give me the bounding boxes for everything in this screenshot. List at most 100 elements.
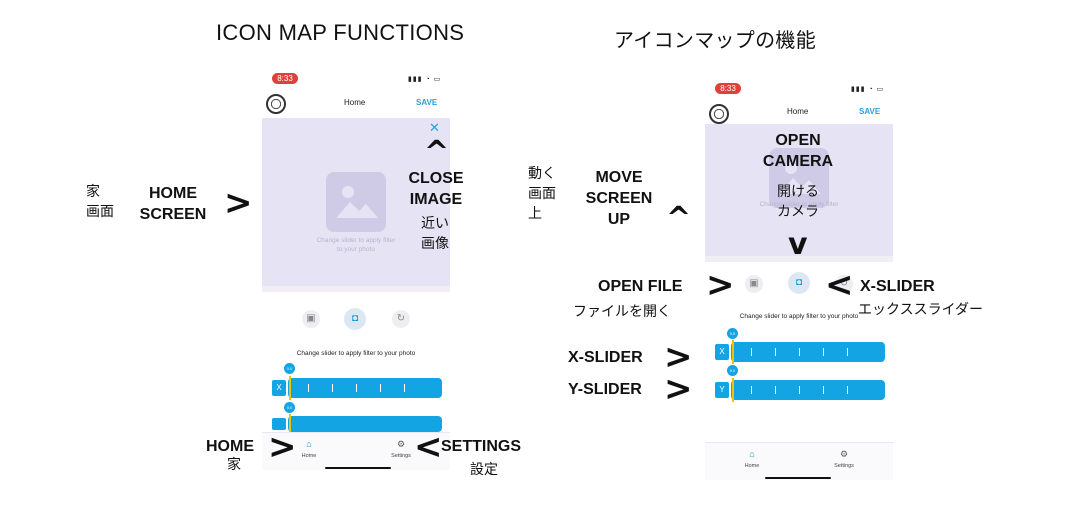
move-up-line3: UP [607,211,631,228]
slider-tick [356,384,357,392]
tab-bar: ⌂ Home ⚙ Settings [705,442,893,480]
tab-settings-label[interactable]: Settings [834,463,854,469]
arrow-up-close-image: ^ [424,135,450,170]
tab-settings-label[interactable]: Settings [391,453,411,459]
y-slider[interactable] [288,416,442,432]
move-up-jp-line2: 画面 [528,186,556,202]
arrow-down-open-camera: v [788,227,808,262]
arrow-up-move-screen: ^ [666,201,692,236]
gear-icon[interactable]: ⚙ [839,449,849,459]
x-slider-value-bubble: 0.0 [727,328,738,339]
y-slider[interactable] [731,380,885,400]
slider-tick [308,384,309,392]
slider-tick [751,348,752,356]
camera-icon[interactable]: ◘ [788,272,810,294]
arrow-left-settings-tab: < [414,427,443,467]
y-slider-key: Y [715,382,729,398]
x-slider-top-label: X-SLIDER [860,278,935,295]
home-indicator [765,477,831,479]
tab-home-label[interactable]: Home [301,453,317,459]
nav-title: Home [787,107,809,116]
home-icon[interactable]: ⌂ [306,439,312,449]
move-up-jp-line1: 動く [528,166,556,182]
save-button[interactable]: SAVE [859,107,881,116]
x-slider[interactable] [288,378,442,398]
slider-tick [775,386,776,394]
move-up-jp: 動く 画面 上 [528,164,556,224]
slider-tick [751,386,752,394]
x-slider-value-bubble: 0.0 [284,363,295,374]
divider [705,256,893,262]
camera-icon[interactable]: ◘ [344,308,366,330]
gallery-icon[interactable]: ▣ [745,275,763,293]
slider-tick [799,386,800,394]
close-image-jp-line2: 画像 [421,236,449,252]
slider-hint: Change slider to apply filter to your ph… [296,350,416,357]
arrow-left-x-slider-top: < [825,265,854,305]
settings-tab-jp: 設定 [470,462,498,478]
slider-hint: Change slider to apply filter to your ph… [739,313,859,320]
image-area: ✕ Change slider to apply filter to your … [262,118,450,286]
save-button[interactable]: SAVE [416,98,438,107]
arrow-right-open-file: > [706,265,735,305]
slider-tick [847,386,848,394]
slider-tick [404,384,405,392]
open-file-jp: ファイルを開く [573,304,671,320]
settings-tab-label: SETTINGS [441,438,522,455]
slider-tick [847,348,848,356]
status-time: 8:33 [715,83,741,94]
image-placeholder-icon [326,172,386,232]
divider [262,286,450,292]
placeholder-caption-line1: Change slider to apply filter [316,237,396,244]
nav-title: Home [344,98,366,107]
profile-avatar[interactable] [266,94,286,114]
slider-tick [380,384,381,392]
placeholder-caption: Change slider to apply filter to your ph… [262,236,450,254]
y-slider-thumb[interactable] [289,414,291,432]
home-tab-label: HOME [206,438,254,455]
home-screen-jp-line1: 家 [86,184,100,200]
profile-avatar[interactable] [709,104,729,124]
close-icon[interactable]: ✕ [429,120,440,135]
refresh-icon[interactable]: ↻ [835,275,853,293]
open-file-label: OPEN FILE [598,278,683,295]
x-slider-thumb[interactable] [732,340,734,364]
left-title: ICON MAP FUNCTIONS [216,20,465,45]
status-icons: ▮▮▮ ◔ ▭ [408,76,442,83]
image-placeholder-icon [769,148,829,208]
home-indicator [325,467,391,469]
tab-home-label[interactable]: Home [744,463,760,469]
close-image-label: CLOSE IMAGE [398,168,474,210]
move-up-jp-line3: 上 [528,206,542,222]
right-title: アイコンマップの機能 [614,28,816,52]
y-slider-value-bubble: 0.0 [727,365,738,376]
gallery-icon[interactable]: ▣ [302,310,320,328]
open-camera-jp-line2: カメラ [777,204,819,220]
x-slider-top-jp: エックススライダー [858,302,984,318]
move-up-line1: MOVE [595,169,643,186]
placeholder-caption-line1: Change slider to apply filter [759,201,839,208]
home-screen-label: HOME SCREEN [128,183,218,225]
home-screen-jp: 家 画面 [86,182,114,222]
gear-icon[interactable]: ⚙ [396,439,406,449]
x-slider-label: X-SLIDER [568,349,643,366]
y-slider-value-bubble: 0.0 [284,402,295,413]
placeholder-caption-line2: to your photo [337,246,375,253]
close-image-jp-line1: 近い [421,216,449,232]
x-slider-thumb[interactable] [289,376,291,400]
open-camera-label: OPEN CAMERA [756,130,840,172]
slider-tick [775,348,776,356]
home-tab-jp: 家 [227,457,241,473]
open-camera-jp: 開ける カメラ [772,182,824,222]
home-icon[interactable]: ⌂ [749,449,755,459]
tab-bar: ⌂ Home ⚙ Settings [262,432,450,470]
open-camera-jp-line1: 開ける [777,184,819,200]
x-slider[interactable] [731,342,885,362]
y-slider-thumb[interactable] [732,378,734,402]
status-time: 8:33 [272,73,298,84]
arrow-right-y-slider: > [664,369,693,409]
x-slider-key: X [715,344,729,360]
right-phone-screen: 8:33 ▮▮▮ ◔ ▭ Home SAVE Change slider to … [705,80,893,480]
x-slider-key: X [272,380,286,396]
refresh-icon[interactable]: ↻ [392,310,410,328]
